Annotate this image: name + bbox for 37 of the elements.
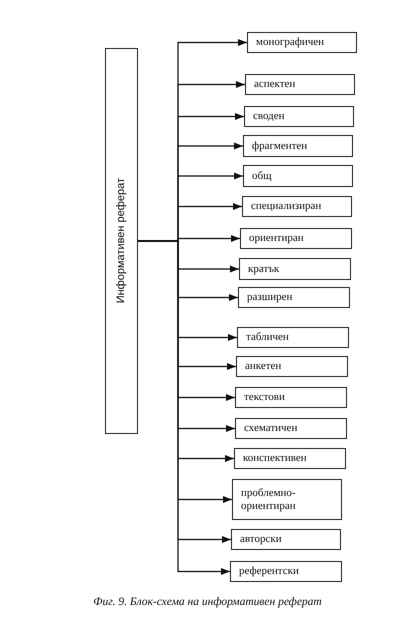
box-label: авторски	[240, 533, 282, 546]
main-box	[105, 48, 138, 434]
box-label: ориентиран	[249, 232, 304, 245]
box-label: кратък	[248, 262, 280, 276]
category-box	[235, 387, 347, 408]
category-box	[238, 287, 350, 308]
box-label: референтски	[239, 565, 299, 578]
category-box	[234, 448, 346, 469]
figure-caption: Фиг. 9. Блок-схема на информативен реферат	[92, 596, 323, 608]
box-label: проблемно-ориентиран	[241, 486, 297, 512]
box-label: табличен	[246, 331, 289, 344]
category-box	[245, 74, 355, 95]
box-label: Информативен реферат	[115, 178, 128, 304]
category-box	[235, 418, 347, 439]
category-box	[247, 32, 357, 53]
category-box	[230, 561, 342, 582]
category-box	[232, 479, 342, 520]
box-label: разширен	[247, 291, 292, 304]
box-label: конспективен	[243, 452, 307, 465]
category-box	[239, 258, 351, 280]
category-box	[243, 165, 353, 187]
category-box	[243, 135, 353, 157]
box-label: анкетен	[245, 360, 282, 373]
box-label: текстови	[244, 391, 285, 404]
box-label: монографичен	[256, 36, 324, 49]
category-box	[237, 327, 349, 348]
box-label: своден	[253, 110, 285, 123]
box-label: аспектен	[254, 78, 296, 91]
category-box	[242, 196, 352, 217]
box-label: специализиран	[251, 200, 322, 213]
category-box	[244, 106, 354, 127]
box-label: фрагментен	[252, 140, 308, 152]
category-box	[236, 356, 348, 377]
box-label: общ	[252, 170, 272, 182]
category-box	[231, 529, 341, 550]
category-box	[240, 228, 352, 249]
box-label: схематичен	[244, 422, 298, 435]
